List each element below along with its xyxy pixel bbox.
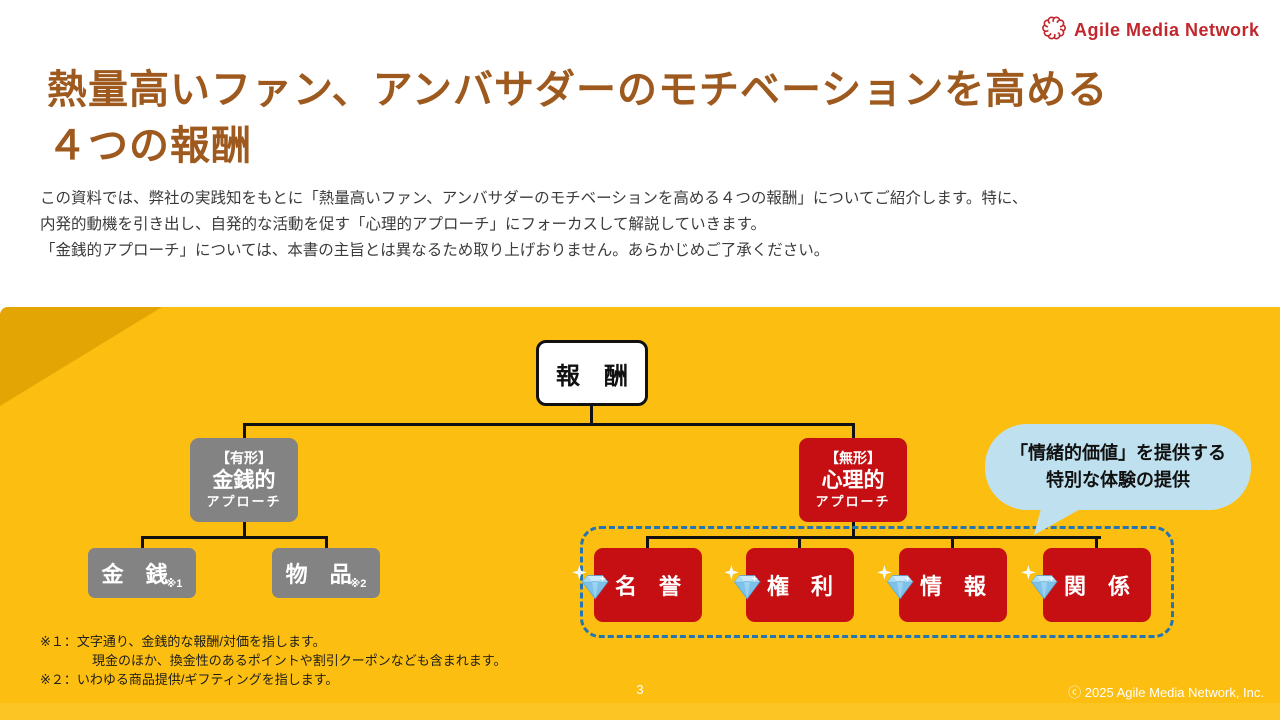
connector-top-horizontal xyxy=(243,423,855,426)
branch-intangible-psychological: 【無形】 心理的 アプローチ xyxy=(799,438,907,522)
branch-tangible-monetary: 【有形】 金銭的 アプローチ xyxy=(190,438,298,522)
leaf-rights: 権 利 xyxy=(724,548,854,622)
footnote-1: ※１：文字通り、金銭的な報酬/対価を指します。 xyxy=(40,634,326,649)
branch-intangible-subtitle: アプローチ xyxy=(815,493,891,509)
connector-tangible-horizontal xyxy=(141,536,328,539)
branch-intangible-title: 心理的 xyxy=(821,468,885,492)
connector-intangible-down xyxy=(852,521,855,537)
copyright-text: ⓒ 2025 Agile Media Network, Inc. xyxy=(1068,685,1264,700)
leaf-information-label: 情 報 xyxy=(919,574,986,599)
diamond-icon xyxy=(1021,564,1063,606)
company-logo: Agile Media Network xyxy=(1042,16,1260,45)
leaf-information: 情 報 xyxy=(877,548,1007,622)
leaf-goods-note: ※2 xyxy=(349,578,367,590)
intro-line1: この資料では、弊社の実践知をもとに「熱量高いファン、アンバサダーのモチベーション… xyxy=(40,190,1028,207)
connector-honor-down xyxy=(646,536,649,549)
connector-info-down xyxy=(951,536,954,549)
branch-intangible-tag: 【無形】 xyxy=(825,450,881,466)
footnotes: ※１：文字通り、金銭的な報酬/対価を指します。 現金のほか、換金性のあるポイント… xyxy=(40,632,506,689)
leaf-relationship: 関 係 xyxy=(1021,548,1151,622)
page-number: 3 xyxy=(636,682,644,697)
leaf-goods-label: 物 品 xyxy=(285,562,352,587)
logo-flower-icon xyxy=(1042,16,1066,45)
branch-tangible-title: 金銭的 xyxy=(212,468,276,492)
intro-line3: 「金銭的アプローチ」については、本書の主旨とは異なるため取り上げおりません。あら… xyxy=(40,242,830,259)
connector-tangible-down xyxy=(243,521,246,537)
connector-relation-down xyxy=(1095,536,1098,549)
leaf-rights-label: 権 利 xyxy=(766,574,833,599)
slide-title: 熱量高いファン、アンバサダーのモチベーションを高める ４つの報酬 xyxy=(47,62,1227,174)
connector-intangible-horizontal xyxy=(646,536,1101,539)
branch-tangible-subtitle: アプローチ xyxy=(206,493,282,509)
emotional-value-callout: 「情緒的価値」を提供する 特別な体験の提供 xyxy=(985,424,1251,510)
diagram-section: 報 酬 【有形】 金銭的 アプローチ 金 銭 ※1 物 品 ※2 【無形】 心理… xyxy=(0,307,1280,720)
intro-paragraph: この資料では、弊社の実践知をもとに「熱量高いファン、アンバサダーのモチベーション… xyxy=(40,186,1250,264)
connector-right-down xyxy=(852,423,855,439)
psychological-group-frame xyxy=(580,526,1174,638)
logo-text: Agile Media Network xyxy=(1074,20,1260,40)
connector-left-down xyxy=(243,423,246,439)
corner-accent-shape xyxy=(0,307,162,406)
root-node-reward: 報 酬 xyxy=(536,340,648,406)
leaf-money-note: ※1 xyxy=(165,578,183,590)
leaf-money: 金 銭 ※1 xyxy=(88,548,196,598)
footer-strip xyxy=(0,703,1280,720)
callout-tail xyxy=(1034,505,1084,535)
leaf-honor: 名 誉 xyxy=(572,548,702,622)
intro-line2: 内発的動機を引き出し、自発的な活動を促す「心理的アプローチ」にフォーカスして解説… xyxy=(40,216,767,233)
footnote-1b: 現金のほか、換金性のあるポイントや割引クーポンなども含まれます。 xyxy=(92,653,507,668)
slide-title-line1: 熱量高いファン、アンバサダーのモチベーションを高める xyxy=(47,68,1109,112)
diamond-icon xyxy=(724,564,766,606)
leaf-relationship-label: 関 係 xyxy=(1063,574,1130,599)
connector-rights-down xyxy=(798,536,801,549)
slide-title-line2: ４つの報酬 xyxy=(47,124,252,168)
leaf-goods: 物 品 ※2 xyxy=(272,548,380,598)
root-node-label: 報 酬 xyxy=(556,362,628,390)
callout-line2: 特別な体験の提供 xyxy=(1046,470,1190,490)
diamond-icon xyxy=(877,564,919,606)
footnote-2: ※２：いわゆる商品提供/ギフティングを指します。 xyxy=(40,672,339,687)
connector-goods-down xyxy=(325,536,328,549)
leaf-money-label: 金 銭 xyxy=(101,562,168,587)
branch-tangible-tag: 【有形】 xyxy=(216,450,272,466)
callout-line1: 「情緒的価値」を提供する xyxy=(1010,443,1226,463)
leaf-honor-label: 名 誉 xyxy=(614,574,681,599)
connector-money-down xyxy=(141,536,144,549)
connector-root-down xyxy=(590,403,593,423)
diamond-icon xyxy=(572,564,614,606)
